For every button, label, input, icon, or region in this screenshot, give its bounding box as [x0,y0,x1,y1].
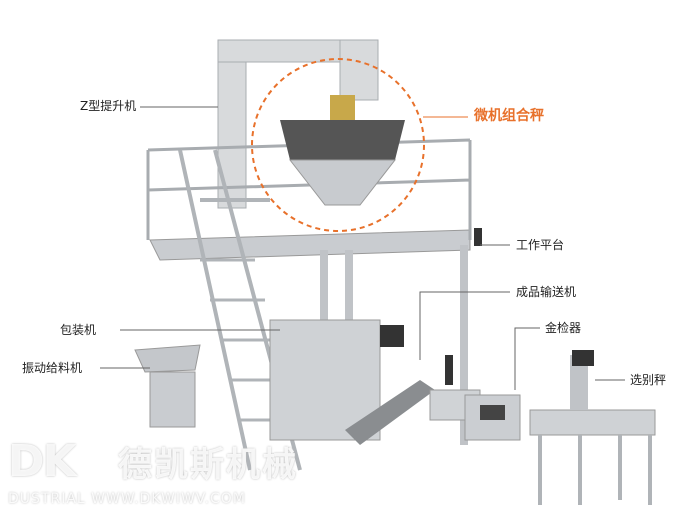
watermark-dk: DK [8,436,77,487]
watermark-company: 德凯斯机械 [118,445,298,485]
vibrating-feeder [134,344,201,428]
watermark-url: DUSTRIAL WWW.DKWIWV.COM [8,491,246,507]
multihead-weigher [251,58,425,232]
z-elevator [217,39,379,209]
label-check-weigher: 选别秤 [630,373,667,387]
label-work-platform: 工作平台 [516,238,565,252]
check-weigher [529,350,656,505]
watermark-logo: DK 德凯斯机械 DUSTRIAL WWW.DKWIWV.COM [8,440,338,520]
label-metal-detector: 金检器 [545,321,582,335]
label-z-elevator: Z型提升机 [80,99,137,113]
label-packaging-machine: 包装机 [60,323,97,337]
metal-detector [464,394,521,441]
leader-lines [100,106,625,390]
label-multihead-weigher: 微机组合秤 [474,108,544,124]
label-vibrating-feeder: 振动给料机 [22,361,83,375]
label-output-conveyor: 成品输送机 [516,285,577,299]
